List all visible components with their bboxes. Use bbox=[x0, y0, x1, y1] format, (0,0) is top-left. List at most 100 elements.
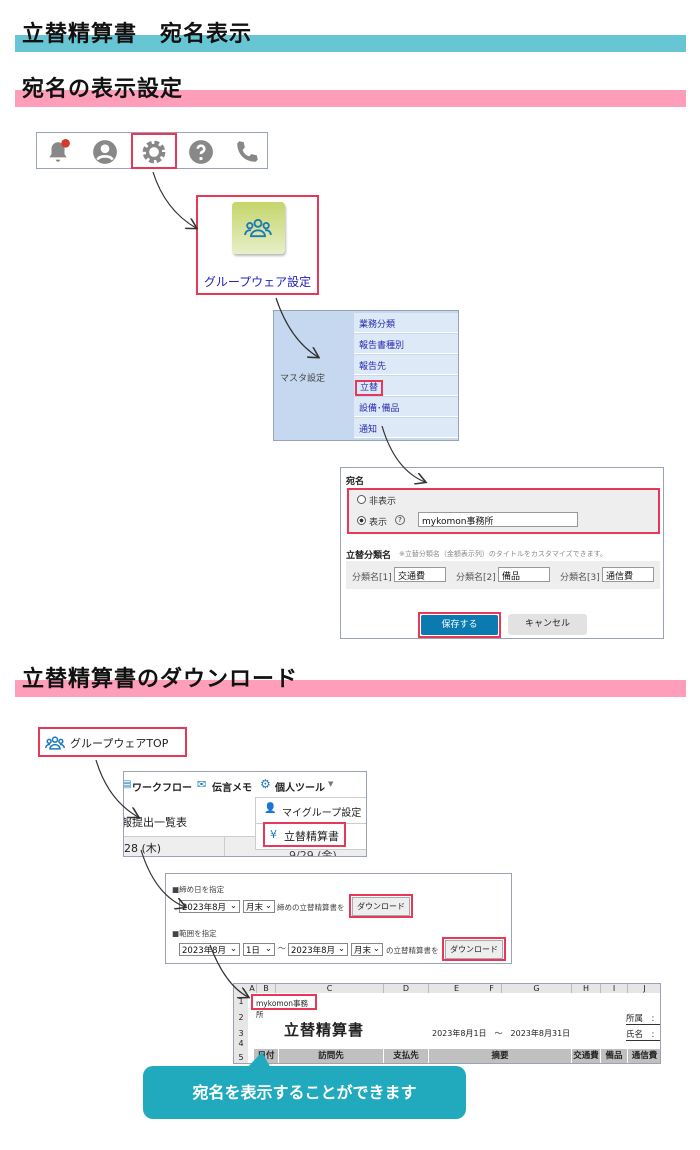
col-header: A bbox=[248, 984, 257, 993]
gear-icon[interactable] bbox=[141, 139, 167, 165]
section-bar bbox=[15, 90, 686, 107]
download-button-range[interactable]: ダウンロード bbox=[445, 940, 503, 959]
groupware-label: グループウェア設定 bbox=[203, 275, 312, 289]
category-input-3[interactable]: 通信費 bbox=[602, 567, 654, 582]
col-header: H bbox=[572, 984, 601, 993]
section-heading-download: 立替精算書のダウンロード bbox=[22, 667, 299, 692]
user-gear-icon: 👤 bbox=[264, 803, 277, 814]
row-header: 3 bbox=[234, 1029, 248, 1038]
date-cell-1: 28 (木) bbox=[124, 842, 162, 855]
tatekae-menu-label: 立替精算書 bbox=[284, 830, 339, 843]
groupware-top-label: グループウェアTOP bbox=[70, 737, 169, 750]
help-mark-icon[interactable]: ? bbox=[395, 515, 405, 525]
user-icon[interactable] bbox=[92, 139, 118, 165]
category-label-2: 分類名[2] bbox=[456, 573, 496, 583]
chevron-down-icon: ▼ bbox=[328, 780, 334, 788]
bell-icon[interactable] bbox=[45, 139, 71, 165]
sheet-header-cell: 訪問先 bbox=[279, 1049, 384, 1063]
callout-bubble: 宛名を表示することができます bbox=[143, 1066, 466, 1119]
range-label: ■範囲を指定 bbox=[172, 929, 217, 938]
row-header: 4 bbox=[234, 1039, 248, 1048]
menu-mygroup-settings[interactable]: マイグループ設定 bbox=[282, 808, 362, 819]
category-input-1[interactable]: 交通費 bbox=[394, 567, 446, 582]
tatekae-menu-item[interactable]: ¥ 立替精算書 bbox=[263, 822, 346, 847]
col-header: B bbox=[257, 984, 276, 993]
download-highlight-1: ダウンロード bbox=[349, 894, 413, 918]
memo-icon: ✉ bbox=[197, 778, 207, 791]
row-header: 2 bbox=[234, 1013, 248, 1022]
to-month-select[interactable]: 2023年8月⌄ bbox=[288, 943, 348, 956]
page-title: 立替精算書 宛名表示 bbox=[22, 22, 253, 47]
group-icon bbox=[45, 736, 65, 750]
hide-radio[interactable] bbox=[357, 495, 366, 504]
menu-item-tatekae[interactable]: 立替 bbox=[354, 376, 458, 396]
category-note: ※立替分類名（金額表示列）のタイトルをカスタマイズできます。 bbox=[399, 550, 607, 558]
section-bar-2 bbox=[15, 680, 686, 697]
row-header: 5 bbox=[234, 1053, 248, 1062]
arrow-gear-to-groupware bbox=[152, 171, 196, 228]
groupware-tile bbox=[232, 202, 285, 254]
sheet-header-cell: 備品 bbox=[601, 1049, 628, 1063]
menu-item-equipment[interactable]: 設備･備品 bbox=[354, 397, 458, 417]
tatekae-highlight: 立替 bbox=[355, 380, 384, 396]
range-tilde: ～ bbox=[278, 944, 286, 953]
col-header: J bbox=[628, 984, 660, 993]
category-row: 分類名[1] 交通費 分類名[2] 備品 分類名[3] 通信費 bbox=[346, 561, 660, 589]
save-button[interactable]: 保存する bbox=[421, 615, 498, 635]
group-icon bbox=[244, 218, 272, 238]
help-icon[interactable] bbox=[188, 139, 214, 165]
category-label-3: 分類名[3] bbox=[560, 573, 600, 583]
hide-label: 非表示 bbox=[369, 497, 397, 507]
from-month-select[interactable]: 2023年8月⌄ bbox=[179, 943, 240, 956]
sheet-period: 2023年8月1日 ～ 2023年8月31日 bbox=[432, 1029, 571, 1038]
sheet-header-cell: 通信費 bbox=[628, 1049, 660, 1063]
close-day-select[interactable]: 月末⌄ bbox=[243, 900, 275, 913]
sheet-name: 氏名 : bbox=[626, 1028, 660, 1041]
download-highlight-2: ダウンロード bbox=[442, 937, 506, 961]
master-settings-label: マスタ設定 bbox=[280, 374, 326, 384]
gear-highlight bbox=[131, 133, 177, 169]
gear-icon: ⚙ bbox=[260, 777, 271, 791]
category-label-1: 分類名[1] bbox=[352, 573, 392, 583]
cancel-button[interactable]: キャンセル bbox=[508, 614, 587, 635]
menu-item-report-type[interactable]: 報告書種別 bbox=[354, 334, 458, 354]
to-day-select[interactable]: 月末⌄ bbox=[351, 943, 383, 956]
master-menu: マスタ設定 業務分類 報告書種別 報告先 立替 設備･備品 通知 bbox=[273, 310, 459, 441]
date-cell-2: 9/29 (金) bbox=[289, 849, 337, 857]
phone-icon[interactable] bbox=[234, 139, 260, 165]
category-input-2[interactable]: 備品 bbox=[498, 567, 550, 582]
sheet-header-cell: 支払先 bbox=[384, 1049, 429, 1063]
show-radio[interactable] bbox=[357, 516, 366, 525]
atena-option-box: 非表示 表示 ? mykomon事務所 bbox=[347, 488, 660, 534]
download-button-close[interactable]: ダウンロード bbox=[352, 897, 410, 916]
sheet-atena-cell: mykomon事務所 bbox=[251, 994, 317, 1019]
category-label: 立替分類名 bbox=[346, 551, 392, 561]
close-month-select[interactable]: 2023年8月 ⌄ bbox=[179, 900, 240, 913]
col-header: C bbox=[276, 984, 384, 993]
header-toolbar bbox=[36, 132, 268, 169]
menu-item-report-to[interactable]: 報告先 bbox=[354, 355, 458, 375]
sheet-header-cell: 摘要 bbox=[429, 1049, 572, 1063]
groupware-settings-button[interactable]: グループウェア設定 bbox=[196, 195, 319, 295]
nav-personal-tools[interactable]: 個人ツール bbox=[275, 783, 325, 794]
menu-item-notice[interactable]: 通知 bbox=[354, 418, 458, 438]
atena-input[interactable]: mykomon事務所 bbox=[418, 512, 578, 527]
workflow-icon: ▤ bbox=[124, 779, 131, 790]
groupware-top-button[interactable]: グループウェアTOP bbox=[38, 727, 187, 757]
sheet-affiliation: 所属 : bbox=[626, 1012, 660, 1025]
sheet-title: 立替精算書 bbox=[284, 1021, 365, 1039]
yen-icon: ¥ bbox=[270, 828, 277, 841]
menu-item-business[interactable]: 業務分類 bbox=[354, 313, 458, 333]
title-bar bbox=[15, 35, 686, 52]
row-header: 1 bbox=[234, 997, 248, 1006]
section-heading-display: 宛名の表示設定 bbox=[22, 77, 184, 102]
callout-tail bbox=[245, 1052, 272, 1070]
list-title: 報提出一覧表 bbox=[123, 816, 187, 829]
nav-memo[interactable]: 伝言メモ bbox=[212, 783, 252, 794]
nav-workflow[interactable]: ワークフロー bbox=[132, 783, 192, 794]
col-header: D bbox=[384, 984, 429, 993]
spreadsheet-preview: A B C D E F G H I J 1 2 3 4 5 mykomon事務所… bbox=[233, 983, 661, 1064]
col-header: F bbox=[482, 984, 502, 993]
download-panel: ■締め日を指定 2023年8月 ⌄ 月末⌄ 締めの立替精算書を ダウンロード ■… bbox=[165, 873, 512, 964]
from-day-select[interactable]: 1日⌄ bbox=[243, 943, 275, 956]
